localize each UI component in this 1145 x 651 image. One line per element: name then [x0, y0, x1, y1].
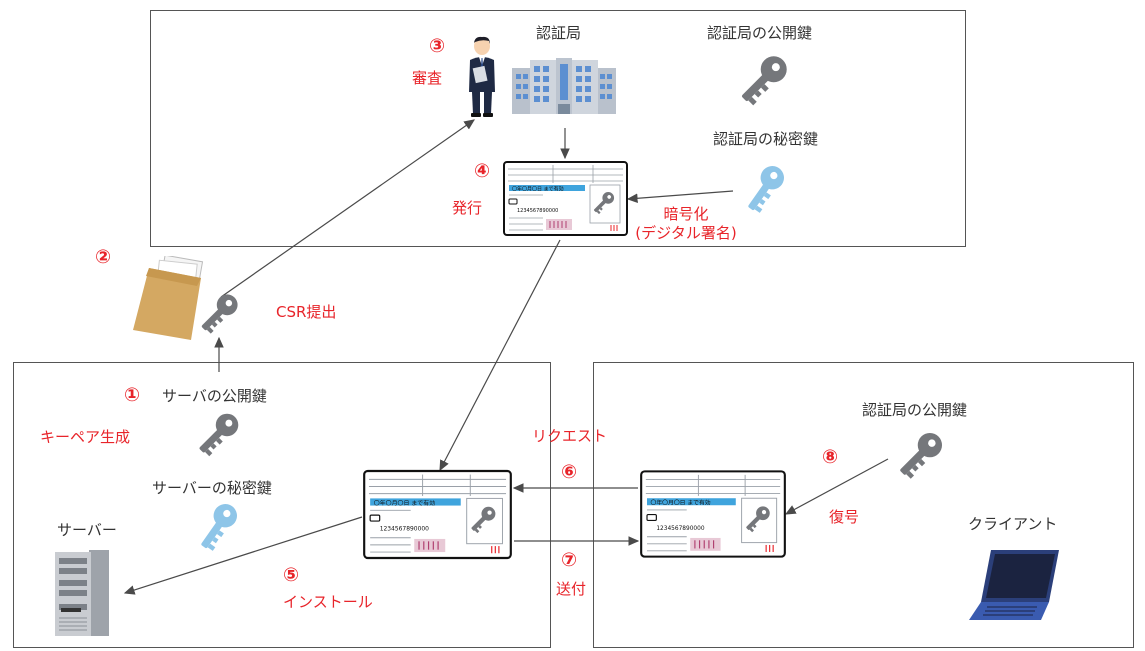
step4-label: 発行 [452, 199, 483, 217]
certificate-card-icon: 〇年〇月〇日 まで有効 1234567890000 [363, 469, 512, 560]
step8-number: ⑧ [822, 446, 839, 468]
step3-number: ③ [429, 35, 446, 57]
ca-private-key-label: 認証局の秘密鍵 [713, 130, 819, 148]
server-private-key-label: サーバーの秘密鍵 [152, 479, 272, 497]
client-label: クライアント [968, 515, 1058, 533]
request-label: リクエスト [532, 427, 608, 445]
cert-banner-text: 〇年〇月〇日 まで有効 [512, 186, 564, 193]
step7-label: 送付 [556, 580, 587, 598]
gray-key-icon [742, 56, 787, 106]
gray-key-icon [201, 294, 238, 334]
step1-label: キーペア生成 [40, 428, 131, 446]
encrypt-sub-label: (デジタル署名) [635, 224, 737, 242]
step7-number: ⑦ [561, 549, 578, 571]
server-frame [13, 362, 551, 648]
arrow-cert-to-server-cert [439, 239, 561, 472]
cert-number-text: 1234567890000 [517, 208, 558, 214]
building-icon [512, 58, 616, 114]
ca-frame [150, 10, 966, 247]
certificate-card-icon: 〇年〇月〇日 まで有効 1234567890000 [503, 161, 628, 236]
encrypt-label: 暗号化 [663, 205, 709, 223]
arrow-decrypt [784, 458, 889, 515]
cert-number-text: 1234567890000 [380, 526, 429, 533]
certificate-card-icon: 〇年〇月〇日 まで有効 1234567890000 [640, 470, 786, 558]
gray-key-icon [900, 432, 943, 479]
laptop-icon [969, 550, 1059, 620]
arrow-install [123, 516, 363, 595]
arrow-csr-to-review [220, 119, 475, 298]
cert-number-text: 1234567890000 [656, 526, 704, 532]
server-public-key-label: サーバの公開鍵 [162, 387, 267, 405]
blue-key-icon [201, 504, 237, 551]
step2-number: ② [95, 246, 112, 268]
step5-label: インストール [283, 593, 373, 611]
arrow-cakey-to-cert [626, 190, 734, 204]
step1-number: ① [124, 384, 141, 406]
blue-key-icon [748, 166, 784, 213]
cert-banner-text: 〇年〇月〇日 まで有効 [651, 499, 711, 507]
office-worker-icon [469, 36, 495, 117]
envelope-icon [133, 256, 204, 340]
step5-number: ⑤ [283, 564, 300, 586]
client-public-key-label: 認証局の公開鍵 [862, 401, 968, 419]
step8-label: 復号 [829, 508, 860, 526]
cert-banner-text: 〇年〇月〇日 まで有効 [374, 499, 435, 507]
step4-number: ④ [474, 160, 491, 182]
step3-label: 審査 [412, 69, 443, 87]
gray-key-icon [199, 413, 239, 457]
server-icon [55, 550, 109, 636]
ca-public-key-label: 認証局の公開鍵 [707, 24, 813, 42]
ca-title: 認証局 [536, 24, 582, 42]
server-label: サーバー [57, 521, 117, 539]
client-frame [593, 362, 1134, 648]
step6-number: ⑥ [561, 461, 578, 483]
csr-label: CSR提出 [276, 303, 337, 321]
